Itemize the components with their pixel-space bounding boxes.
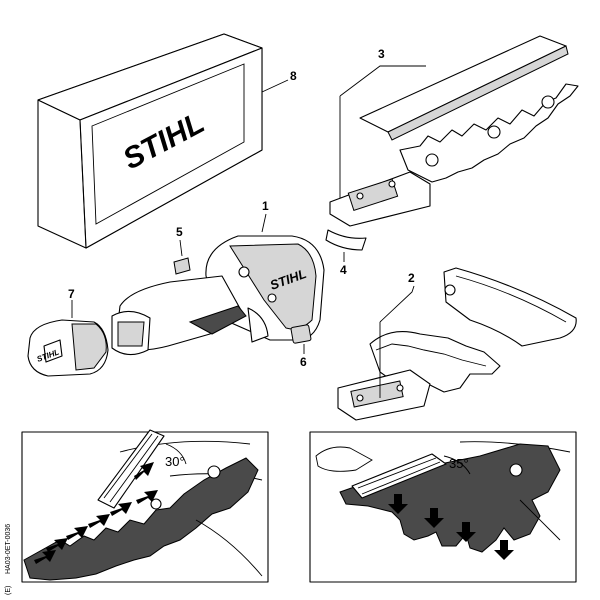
callout-2: 2 [408,271,415,285]
document-code: HA03-0ET-0036 [5,524,12,574]
callout-4: 4 [340,263,347,277]
sharpening-detail-35: 35° [309,431,577,583]
callout-1: 1 [262,199,269,213]
callout-8: 8 [290,69,297,83]
hedge-trimmer-blade [329,35,579,227]
callout-3: 3 [378,47,385,61]
document-code-tag: (E) [5,586,12,595]
sharpening-detail-30: 30° [21,429,269,583]
small-insert [173,257,191,275]
shrub-shear-blade [337,267,577,421]
callout-6: 6 [300,355,307,369]
angle-label-35: 35° [449,456,469,471]
battery-pack: STIHL [27,310,151,377]
angle-label-30: 30° [165,454,185,469]
callout-5: 5 [176,225,183,239]
blade-insert [325,229,367,251]
connector-plug [290,324,312,344]
callout-7: 7 [68,287,75,301]
storage-case: STIHL [37,33,263,249]
